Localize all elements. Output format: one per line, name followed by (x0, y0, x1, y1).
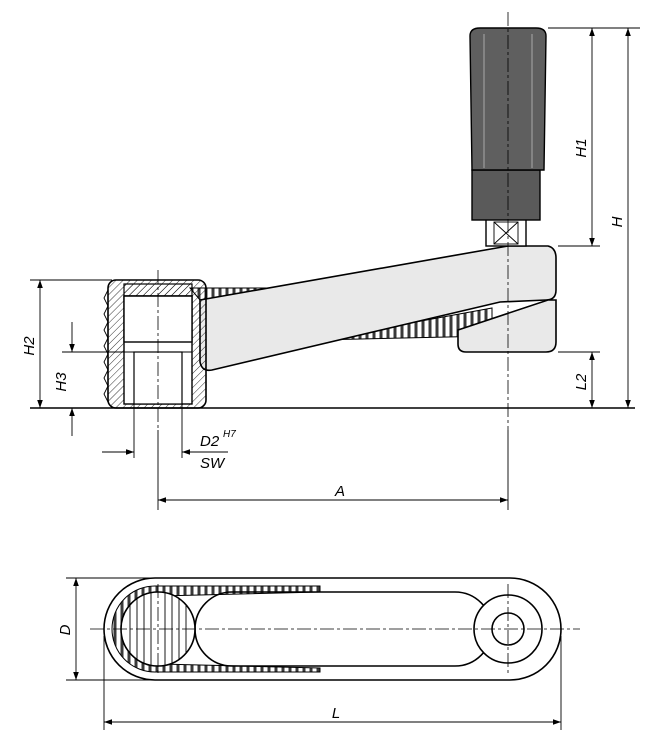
dimension-D: D (57, 577, 155, 681)
label-H3: H3 (53, 372, 70, 392)
handle-boss (457, 299, 557, 353)
side-view: H H1 L2 H2 H3 (21, 12, 640, 510)
handle-shaft (485, 217, 527, 247)
top-view: D L (57, 577, 580, 730)
label-L: L (332, 705, 340, 722)
label-SW: SW (200, 455, 226, 472)
grip-collar (471, 169, 541, 221)
top-outline (103, 577, 562, 681)
label-H2: H2 (21, 336, 38, 356)
hub-section (103, 279, 207, 409)
label-D2-tolerance: H7 (223, 429, 236, 440)
dimension-D2-SW: D2 H7 SW (102, 404, 236, 472)
dimension-H: H (548, 27, 640, 408)
label-A: A (334, 483, 345, 500)
label-L2: L2 (573, 373, 590, 390)
label-H: H (609, 216, 626, 227)
label-D: D (57, 624, 74, 635)
dimension-H1: H1 (558, 28, 600, 247)
dimension-A: A (157, 430, 509, 510)
dimension-L: L (103, 636, 562, 730)
label-D2: D2 (200, 433, 220, 450)
dimension-H3: H3 (53, 322, 124, 436)
label-H1: H1 (573, 138, 590, 157)
dimension-L2: L2 (558, 351, 600, 408)
dimension-H2: H2 (21, 279, 112, 408)
